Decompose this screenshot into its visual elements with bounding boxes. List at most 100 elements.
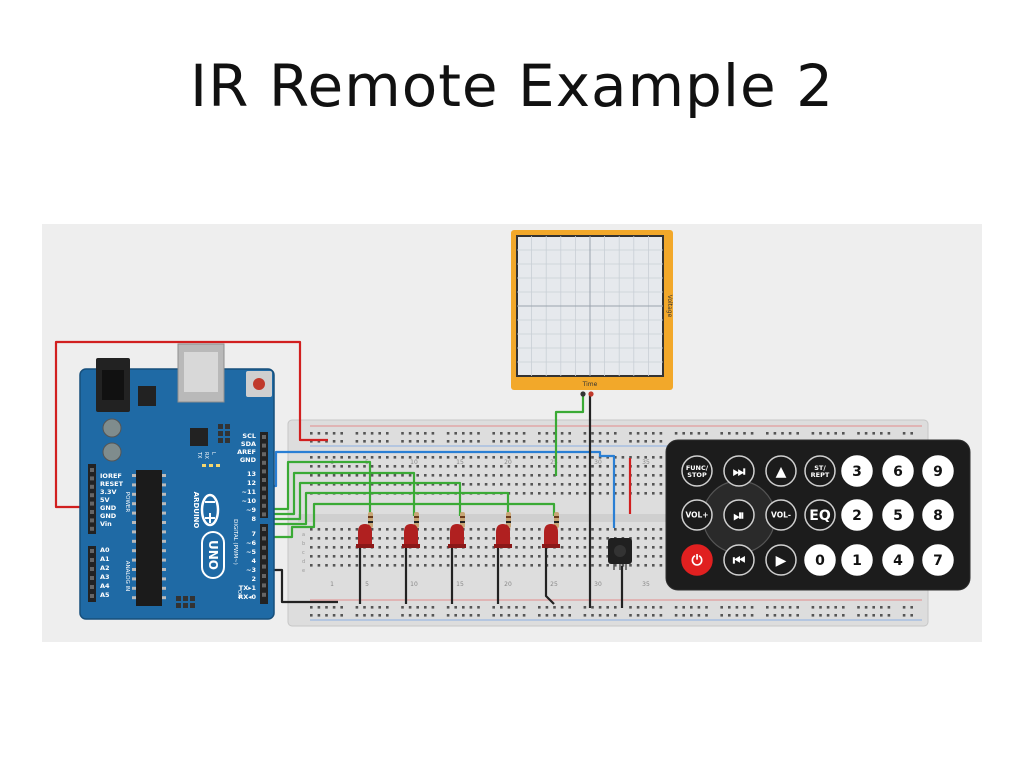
remote-button-label: ⏭	[733, 464, 746, 480]
remote-button[interactable]: ▲	[765, 455, 797, 487]
remote-button[interactable]: 4	[882, 544, 914, 576]
wire-5v	[54, 340, 328, 509]
oscilloscope[interactable]: Time Voltage	[511, 230, 673, 397]
svg-text:12: 12	[247, 479, 256, 487]
svg-text:A3: A3	[100, 573, 110, 581]
on-label: ON	[236, 590, 242, 598]
wire-signal	[268, 450, 616, 528]
column-number: 25	[550, 581, 558, 588]
remote-button[interactable]: 2	[841, 499, 873, 531]
svg-text:RX◂0: RX◂0	[238, 593, 256, 601]
remote-button-label: 7	[933, 553, 943, 569]
svg-text:A2: A2	[100, 564, 110, 572]
remote-button-label: EQ	[809, 508, 831, 524]
svg-text:GND: GND	[100, 504, 117, 512]
red-led	[448, 512, 466, 548]
arduino-uno[interactable]: IOREF RESET 3.3V 5V GND GND Vin POWER A0…	[79, 343, 275, 620]
remote-button[interactable]: ⏯	[723, 499, 755, 531]
scope-probe-ground	[580, 391, 586, 397]
svg-text:L: L	[210, 452, 216, 455]
remote-button[interactable]: ⏻	[681, 544, 713, 576]
uno-badge: UNO	[201, 531, 225, 579]
remote-button[interactable]: 6	[882, 455, 914, 487]
remote-button[interactable]: 7	[922, 544, 954, 576]
power-header-labels: IOREF RESET 3.3V 5V GND GND Vin	[100, 472, 124, 528]
icsp-header-top	[218, 424, 230, 443]
remote-button[interactable]: ⏭	[723, 455, 755, 487]
remote-button[interactable]: ▶	[765, 544, 797, 576]
svg-text:~11: ~11	[242, 488, 257, 496]
svg-text:TX: TX	[196, 451, 202, 459]
remote-button[interactable]: VOL+	[681, 499, 713, 531]
svg-text:UNO: UNO	[206, 540, 220, 570]
analog-header	[88, 546, 96, 602]
oscilloscope-x-label: Time	[582, 381, 598, 388]
atmega-chip	[136, 470, 162, 606]
remote-button-label: 4	[893, 553, 903, 569]
remote-button-label: ⏮	[733, 553, 746, 569]
arduino-brand: ARDUINO	[192, 492, 200, 529]
remote-button-label: FUNC/	[686, 464, 709, 472]
wires	[54, 340, 632, 608]
column-number: 35	[642, 459, 650, 466]
remote-button[interactable]: 1	[841, 544, 873, 576]
wire-scope-probe	[554, 395, 585, 476]
svg-text:SCL: SCL	[242, 432, 256, 440]
remote-button-label: REPT	[811, 471, 830, 479]
svg-text:5V: 5V	[100, 496, 110, 504]
remote-button[interactable]: EQ	[804, 499, 836, 531]
digital-header-lower	[260, 524, 268, 604]
column-number: 35	[642, 581, 650, 588]
remote-button[interactable]: ST/REPT	[804, 455, 836, 487]
svg-text:8: 8	[251, 515, 256, 523]
remote-button-label: 9	[933, 464, 943, 480]
wire-led-5	[268, 502, 556, 539]
remote-button[interactable]: VOL-	[765, 499, 797, 531]
red-led	[356, 512, 374, 548]
wire-led-gnd-5	[544, 546, 555, 605]
digital-header-labels: SCL SDA AREF GND 13 12 ~11 ~10 ~9 8 7 ~6…	[237, 432, 257, 601]
remote-button-label: 1	[852, 553, 862, 569]
remote-button[interactable]: FUNC/STOP	[681, 455, 713, 487]
row-letter: a	[302, 532, 305, 538]
remote-button-label: 5	[893, 508, 903, 524]
remote-button-label: VOL+	[685, 511, 708, 520]
wire-led-4	[268, 491, 510, 526]
svg-text:RX: RX	[203, 452, 209, 459]
remote-button[interactable]: 8	[922, 499, 954, 531]
remote-button[interactable]: ⏮	[723, 544, 755, 576]
row-letter: d	[302, 559, 305, 565]
column-number: 15	[456, 581, 464, 588]
row-letter: c	[302, 550, 305, 556]
remote-button[interactable]: 0	[804, 544, 836, 576]
status-leds: TX RX L	[196, 451, 220, 467]
icsp-header-bottom	[176, 596, 195, 608]
power-label: POWER	[124, 492, 130, 513]
remote-button-label: ▲	[776, 464, 787, 480]
digital-label: DIGITAL (PWM~)	[232, 519, 238, 565]
column-number: 20	[504, 581, 512, 588]
remote-button-label: ⏯	[733, 508, 744, 524]
remote-button[interactable]: 5	[882, 499, 914, 531]
svg-text:~6: ~6	[246, 539, 256, 547]
scope-probe-signal	[588, 391, 594, 397]
analog-label: ANALOG IN	[124, 561, 130, 592]
wire-led-2	[268, 471, 416, 516]
svg-text:GND: GND	[100, 512, 117, 520]
remote-button-label: 2	[852, 508, 862, 524]
remote-button-label: 0	[815, 553, 825, 569]
remote-button[interactable]: 3	[841, 455, 873, 487]
svg-text:2: 2	[251, 575, 256, 583]
remote-button-label: STOP	[687, 471, 707, 479]
slide-title: IR Remote Example 2	[189, 52, 835, 120]
remote-button-label: ▶	[776, 553, 787, 569]
svg-text:13: 13	[247, 470, 256, 478]
svg-text:~9: ~9	[246, 506, 256, 514]
digital-header-upper	[260, 432, 268, 518]
column-number: 15	[456, 459, 464, 466]
ir-sensor	[608, 538, 632, 570]
remote-button[interactable]: 9	[922, 455, 954, 487]
